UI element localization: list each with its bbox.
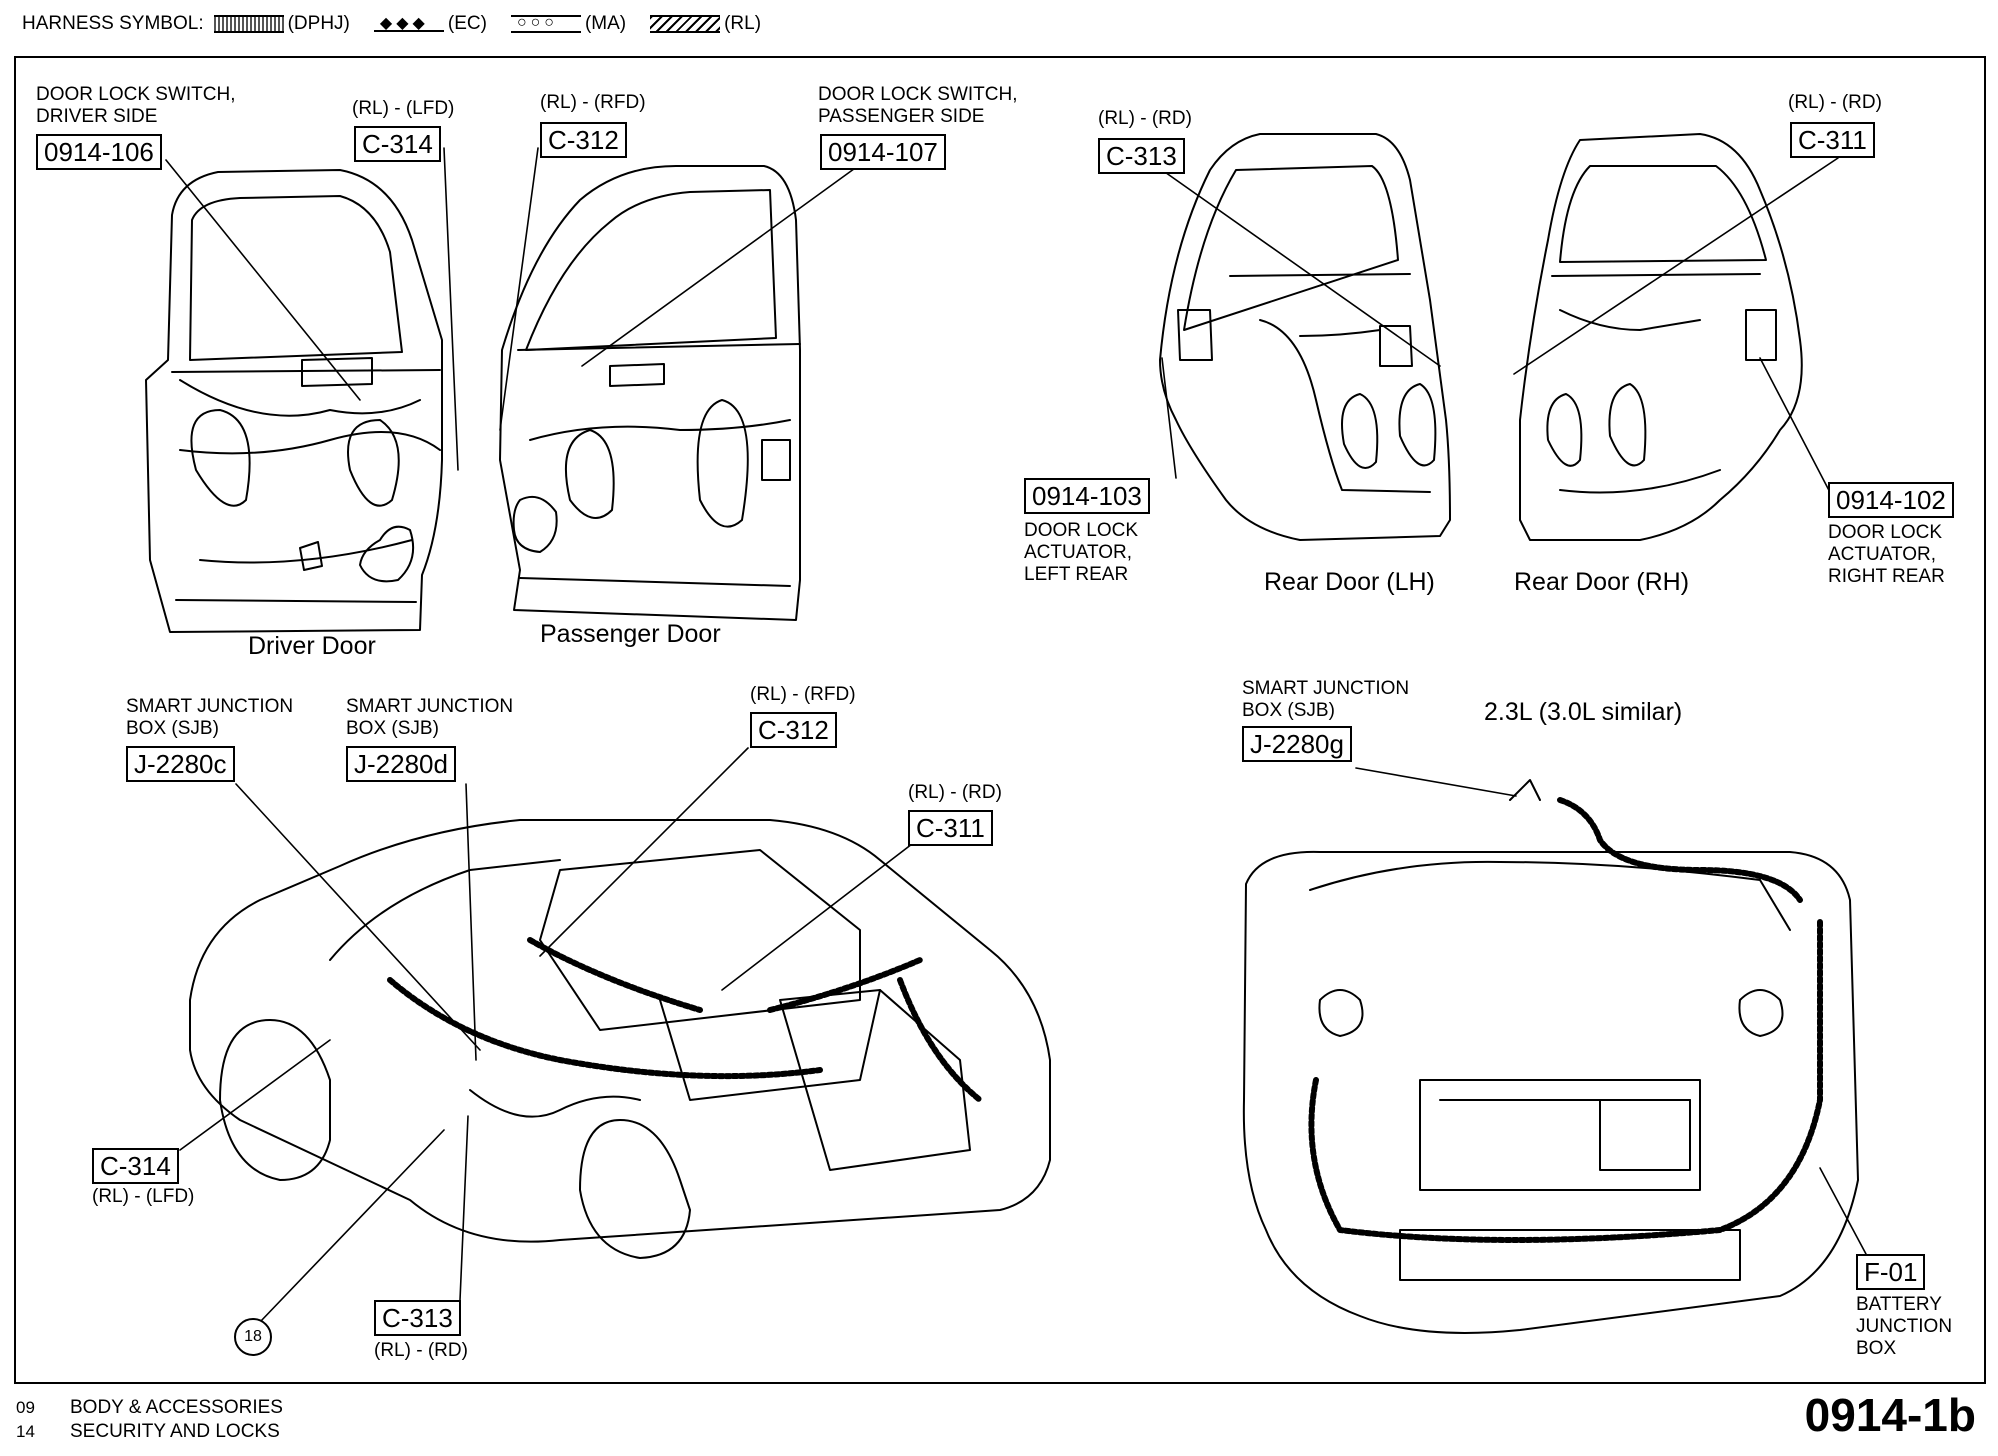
rear-lh-actuator-ref-box: 0914-103 [1024, 478, 1150, 514]
driver-connector-box: C-314 [354, 126, 441, 162]
sjb-d-ref-box: J-2280d [346, 746, 456, 782]
rear-lh-caption: Rear Door (LH) [1264, 568, 1435, 596]
vehicle-c313-box: C-313 [374, 1300, 461, 1336]
legend-item-dphj: (DPHJ) [204, 13, 350, 35]
rear-rh-harness-label: (RL) - (RD) [1788, 92, 1882, 113]
fuse-ref-box: F-01 [1856, 1254, 1926, 1290]
passenger-door-caption: Passenger Door [540, 620, 721, 648]
rear-door-rh-drawing [1519, 133, 1803, 541]
dphj-pattern-icon [213, 15, 284, 33]
driver-switch-ref-box: 0914-106 [36, 134, 162, 170]
rear-lh-harness-label: (RL) - (RD) [1098, 108, 1192, 129]
legend-title: HARNESS SYMBOL: [22, 13, 204, 34]
vehicle-c311-harness-label: (RL) - (RD) [908, 782, 1002, 803]
sjb-c-ref-box: J-2280c [126, 746, 235, 782]
engine-note: 2.3L (3.0L similar) [1484, 698, 1683, 726]
vehicle-c312-box: C-312 [750, 712, 837, 748]
harness-legend: HARNESS SYMBOL: (DPHJ) ◆◆◆ (EC) ○○○ (MA)… [22, 10, 775, 38]
driver-door-drawing [145, 169, 443, 633]
vehicle-c311-box: C-311 [908, 810, 993, 846]
vehicle-c312-harness-label: (RL) - (RFD) [750, 684, 856, 705]
ma-circle-icon: ○○○ [510, 14, 581, 33]
engine-bay-drawing [1242, 779, 1859, 1334]
rear-rh-actuator-label: DOOR LOCK ACTUATOR, RIGHT REAR [1828, 522, 1945, 587]
sjb-g-ref-box: J-2280g [1242, 726, 1352, 762]
driver-harness-label: (RL) - (LFD) [352, 98, 455, 119]
footer-subsection-text: SECURITY AND LOCKS [70, 1421, 280, 1442]
passenger-switch-label: DOOR LOCK SWITCH, PASSENGER SIDE [818, 84, 1018, 127]
passenger-harness-label: (RL) - (RFD) [540, 92, 646, 113]
ground-point-badge: 18 [234, 1318, 272, 1356]
rear-rh-caption: Rear Door (RH) [1514, 568, 1690, 596]
ec-diamond-icon: ◆◆◆ [373, 15, 444, 32]
vehicle-c314-box: C-314 [92, 1148, 179, 1184]
rear-rh-actuator-ref-box: 0914-102 [1828, 482, 1954, 518]
vehicle-body-drawing [189, 819, 1051, 1259]
footer-section-num: 09 [16, 1398, 35, 1417]
sjb-c-label: SMART JUNCTION BOX (SJB) [126, 696, 294, 739]
driver-switch-label: DOOR LOCK SWITCH, DRIVER SIDE [36, 84, 236, 127]
rl-hatch-icon [650, 15, 721, 33]
sjb-d-label: SMART JUNCTION BOX (SJB) [346, 696, 514, 739]
rear-door-lh-drawing [1159, 133, 1451, 541]
vehicle-c313-harness-label: (RL) - (RD) [374, 1340, 468, 1361]
vehicle-c314-harness-label: (RL) - (LFD) [92, 1186, 195, 1207]
legend-item-ec: ◆◆◆ (EC) [364, 13, 487, 35]
legend-item-rl: (RL) [640, 13, 761, 35]
passenger-connector-box: C-312 [540, 122, 627, 158]
sjb-g-label: SMART JUNCTION BOX (SJB) [1242, 678, 1410, 721]
rear-rh-connector-box: C-311 [1790, 122, 1875, 158]
leader-lines [165, 147, 1867, 1323]
driver-door-caption: Driver Door [248, 632, 376, 660]
diagram-frame [14, 56, 1986, 1384]
legend-item-ma: ○○○ (MA) [501, 13, 626, 35]
footer-section: 09 BODY & ACCESSORIES 14 SECURITY AND LOCK… [16, 1396, 283, 1444]
passenger-door-drawing [499, 165, 801, 621]
passenger-switch-ref-box: 0914-107 [820, 134, 946, 170]
rear-lh-connector-box: C-313 [1098, 138, 1185, 174]
sheet-number: 0914-1b [1804, 1389, 1976, 1441]
rear-lh-actuator-label: DOOR LOCK ACTUATOR, LEFT REAR [1024, 520, 1139, 585]
fuse-label: BATTERY JUNCTION BOX [1856, 1294, 1953, 1359]
footer-section-text: BODY & ACCESSORIES [70, 1397, 283, 1418]
footer-subsection-num: 14 [16, 1422, 35, 1441]
